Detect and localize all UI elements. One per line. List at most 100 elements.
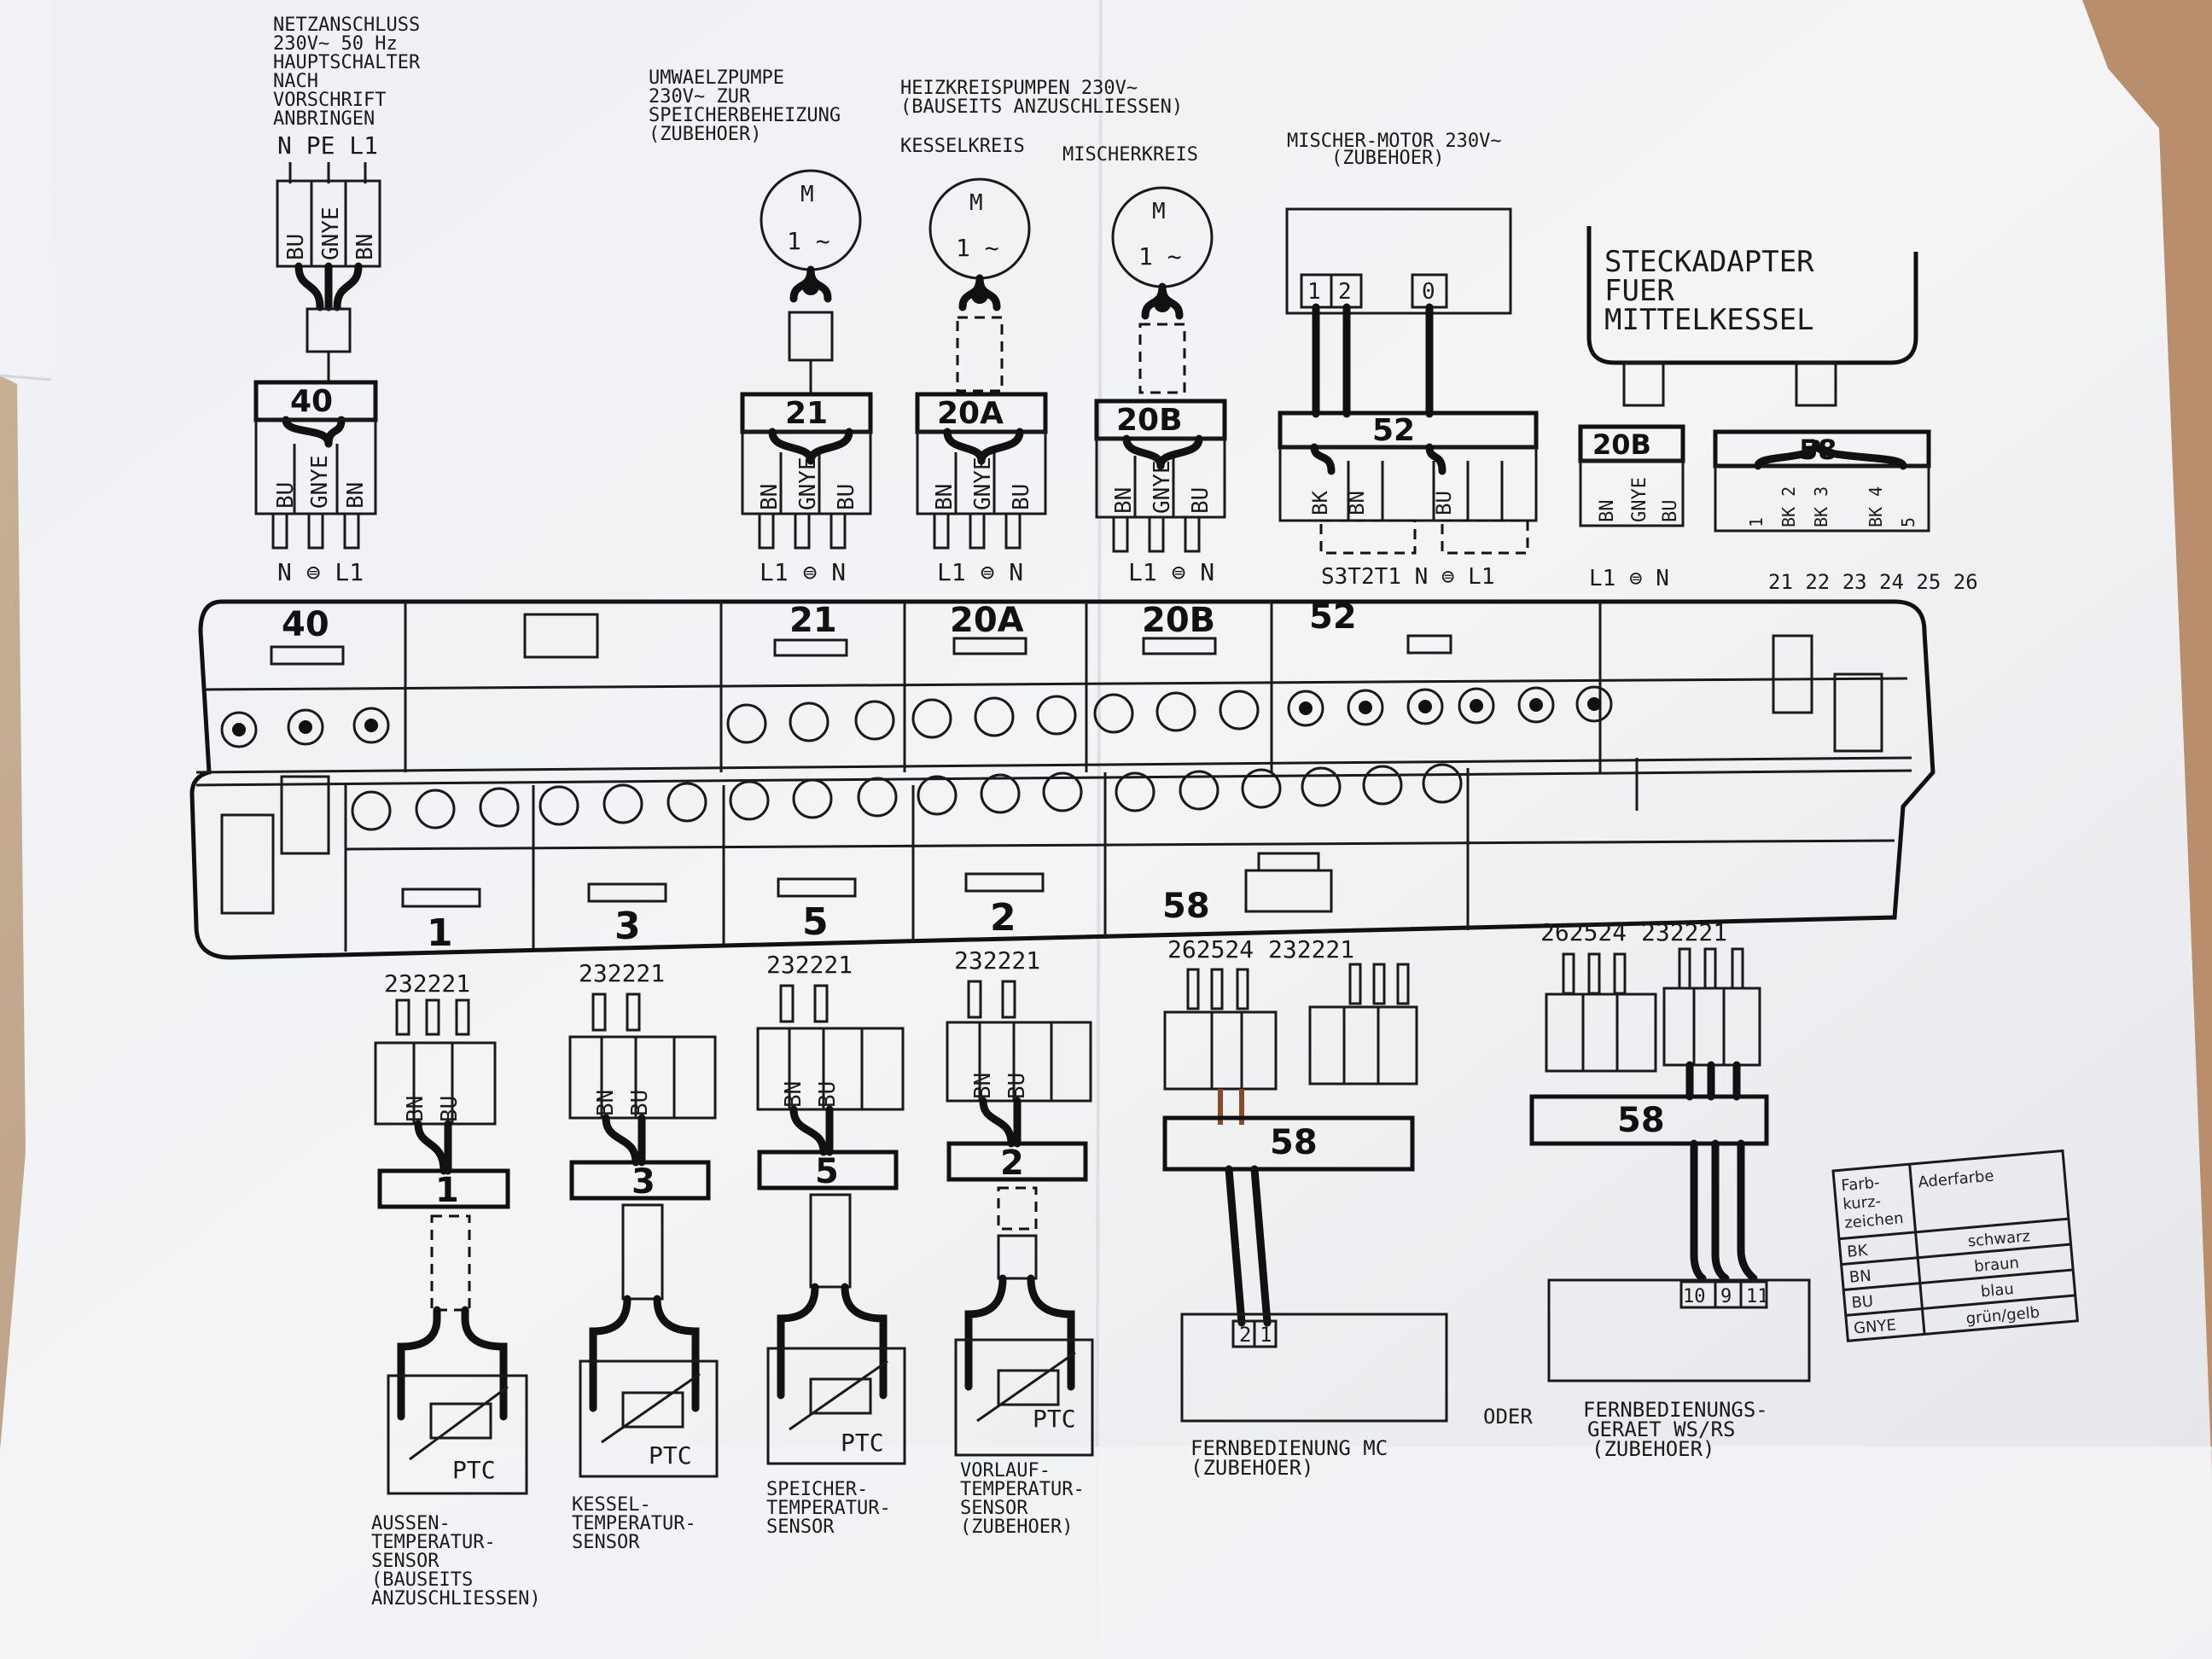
svg-text:SENSOR: SENSOR <box>572 1532 640 1553</box>
svg-text:11: 11 <box>1746 1286 1769 1307</box>
svg-text:BK: BK <box>1308 491 1332 515</box>
svg-text:PTC: PTC <box>649 1441 692 1470</box>
svg-text:BU: BU <box>283 234 309 260</box>
svg-text:PTC: PTC <box>452 1456 496 1484</box>
svg-text:S3T2T1 N ⊜ L1: S3T2T1 N ⊜ L1 <box>1321 564 1495 590</box>
svg-text:20B: 20B <box>1116 403 1183 438</box>
svg-text:TEMPERATUR-: TEMPERATUR- <box>960 1479 1085 1500</box>
svg-text:FERNBEDIENUNGS-: FERNBEDIENUNGS- <box>1583 1398 1768 1422</box>
svg-text:VORSCHRIFT: VORSCHRIFT <box>273 90 386 111</box>
sensor-vorlauf: 232221 BN BU 2 PTC VORLAUF- TEMPERATUR- … <box>946 946 1094 1538</box>
pump-20b: M 1 ~ 20B BN GNYE BU L1 ⊜ N <box>1094 186 1227 586</box>
svg-text:2: 2 <box>990 896 1016 940</box>
connector-40-top: BU GNYE BN 40 BU GNYE BN N ⊜ L1 <box>253 162 381 586</box>
svg-text:MITTELKESSEL: MITTELKESSEL <box>1604 303 1814 337</box>
svg-text:230V~ ZUR: 230V~ ZUR <box>649 86 751 108</box>
svg-text:BU: BU <box>273 482 299 509</box>
svg-text:40: 40 <box>290 384 333 419</box>
header-umwaelzpumpe: UMWAELZPUMPE 230V~ ZUR SPEICHERBEHEIZUNG… <box>649 67 841 145</box>
svg-text:0: 0 <box>1422 279 1435 305</box>
svg-text:BU: BU <box>1009 484 1034 510</box>
svg-text:1 ~: 1 ~ <box>787 227 830 255</box>
svg-text:MISCHERKREIS: MISCHERKREIS <box>1062 144 1198 166</box>
svg-text:3: 3 <box>614 905 641 948</box>
svg-text:ANBRINGEN: ANBRINGEN <box>273 108 375 130</box>
svg-text:232221: 232221 <box>954 946 1040 975</box>
svg-text:BU: BU <box>1660 500 1681 523</box>
svg-text:2: 2 <box>1000 1144 1024 1183</box>
svg-text:SPEICHERBEHEIZUNG: SPEICHERBEHEIZUNG <box>649 105 841 126</box>
svg-text:5: 5 <box>815 1152 839 1191</box>
svg-text:58: 58 <box>1617 1101 1665 1140</box>
svg-text:1: 1 <box>1307 279 1321 305</box>
svg-text:GNYE: GNYE <box>1853 1316 1896 1337</box>
svg-text:BU: BU <box>627 1090 653 1116</box>
svg-text:HAUPTSCHALTER: HAUPTSCHALTER <box>273 52 421 73</box>
svg-text:9: 9 <box>1720 1286 1732 1307</box>
mischer-motor-52: 1 2 0 52 BK BN BU S3T2T1 N ⊜ L1 <box>1278 207 1539 590</box>
svg-text:262524 232221: 262524 232221 <box>1540 918 1727 946</box>
svg-text:TEMPERATUR-: TEMPERATUR- <box>371 1532 496 1553</box>
svg-text:2: 2 <box>1239 1323 1251 1347</box>
svg-text:58: 58 <box>1270 1123 1318 1162</box>
svg-text:52: 52 <box>1309 597 1357 637</box>
terminal-board: 40 21 20A 20B 52 <box>189 597 1936 960</box>
svg-text:230V~ 50 Hz: 230V~ 50 Hz <box>273 33 398 55</box>
svg-text:BU: BU <box>1851 1293 1874 1313</box>
svg-text:M: M <box>1152 199 1166 224</box>
svg-text:BN: BN <box>970 1073 996 1099</box>
svg-text:1: 1 <box>1260 1323 1272 1347</box>
svg-text:BU: BU <box>1004 1073 1030 1099</box>
svg-text:TEMPERATUR-: TEMPERATUR- <box>766 1498 891 1519</box>
svg-text:L1 ⊜ N: L1 ⊜ N <box>937 558 1023 586</box>
svg-text:N PE L1: N PE L1 <box>277 131 378 160</box>
svg-text:1: 1 <box>427 911 453 955</box>
svg-text:(ZUBEHOER): (ZUBEHOER) <box>1190 1456 1314 1480</box>
svg-text:20A: 20A <box>937 396 1004 431</box>
svg-text:BK 2: BK 2 <box>1778 486 1799 527</box>
paper-left-fold <box>0 0 51 375</box>
svg-text:GERAET WS/RS: GERAET WS/RS <box>1587 1417 1735 1441</box>
sensor-aussen: 232221 BN BU 1 PTC AUSSEN- TEMPERATUR- S… <box>371 969 541 1610</box>
svg-text:1: 1 <box>435 1171 459 1210</box>
svg-text:braun: braun <box>1974 1254 2020 1276</box>
svg-text:BN: BN <box>352 234 378 260</box>
svg-text:5: 5 <box>1898 517 1918 527</box>
svg-text:Farb-: Farb- <box>1841 1173 1881 1195</box>
header-heizkreispumpen: HEIZKREISPUMPEN 230V~ (BAUSEITS ANZUSCHL… <box>900 78 1198 166</box>
svg-text:SPEICHER-: SPEICHER- <box>766 1479 868 1500</box>
svg-text:(BAUSEITS ANZUSCHLIESSEN): (BAUSEITS ANZUSCHLIESSEN) <box>900 96 1183 118</box>
svg-text:AUSSEN-: AUSSEN- <box>371 1513 451 1534</box>
svg-text:BU: BU <box>1188 487 1214 514</box>
svg-text:2: 2 <box>1338 279 1352 305</box>
svg-text:3: 3 <box>632 1162 655 1202</box>
svg-text:BN: BN <box>343 482 369 509</box>
svg-text:L1 ⊜ N: L1 ⊜ N <box>1128 558 1214 586</box>
svg-text:FERNBEDIENUNG MC: FERNBEDIENUNG MC <box>1190 1436 1388 1460</box>
svg-text:M: M <box>969 190 983 216</box>
svg-text:SENSOR: SENSOR <box>371 1551 439 1572</box>
svg-text:BK 4: BK 4 <box>1866 486 1886 527</box>
svg-text:21: 21 <box>789 601 837 640</box>
svg-text:KESSEL-: KESSEL- <box>572 1494 651 1516</box>
svg-text:BK: BK <box>1846 1242 1869 1261</box>
svg-text:GNYE: GNYE <box>1629 477 1650 522</box>
svg-text:BN: BN <box>1597 500 1618 523</box>
svg-text:BN: BN <box>781 1081 806 1108</box>
svg-text:BN: BN <box>757 484 783 510</box>
fold-crease <box>1095 0 1103 1659</box>
svg-text:PTC: PTC <box>841 1429 884 1457</box>
svg-text:BN: BN <box>1111 487 1137 514</box>
svg-text:40: 40 <box>282 605 329 644</box>
svg-text:(ZUBEHOER): (ZUBEHOER) <box>649 124 761 145</box>
pump-20a: M 1 ~ 20A BN GNYE BU L1 ⊜ N <box>915 178 1048 586</box>
svg-text:1 ~: 1 ~ <box>1138 242 1182 271</box>
svg-text:kurz-: kurz- <box>1842 1192 1882 1214</box>
svg-text:232221: 232221 <box>384 969 470 998</box>
svg-text:SENSOR: SENSOR <box>960 1498 1028 1519</box>
svg-text:FUER: FUER <box>1604 274 1674 308</box>
svg-text:(ZUBEHOER): (ZUBEHOER) <box>960 1516 1073 1538</box>
svg-text:L1 ⊜ N: L1 ⊜ N <box>760 558 846 586</box>
svg-text:GNYE: GNYE <box>795 457 821 510</box>
svg-text:BN: BN <box>1848 1267 1872 1287</box>
